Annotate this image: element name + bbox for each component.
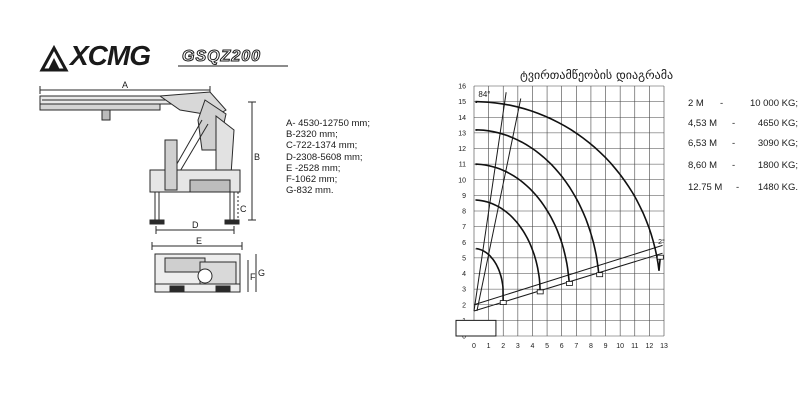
y-tick-label: 3 — [462, 287, 466, 294]
load-value: 10 000 KG; — [749, 98, 798, 109]
load-value: 4650 KG; — [757, 118, 798, 129]
dim-label-f: F — [250, 272, 256, 282]
y-tick-label: 5 — [462, 255, 466, 262]
load-separator: - — [720, 98, 724, 109]
y-tick-label: 13 — [458, 130, 466, 137]
y-tick-label: 16 — [458, 84, 466, 91]
y-tick-label: 15 — [458, 99, 466, 106]
brand-name: XCMG — [70, 40, 151, 71]
x-tick-label: 6 — [560, 343, 564, 350]
load-arc — [475, 100, 662, 271]
crane-top-view — [154, 253, 241, 293]
load-value: 3090 KG; — [757, 138, 798, 149]
x-tick-label: 12 — [645, 343, 653, 350]
y-tick-label: 0 — [462, 334, 466, 341]
load-separator: - — [732, 118, 736, 129]
load-chart: 0123456789101112130123456789101112131415… — [455, 84, 668, 350]
y-tick-label: 9 — [462, 193, 466, 200]
dim-label-e: E — [196, 236, 202, 246]
dim-label-b: B — [254, 152, 260, 162]
dimension-item: E -2528 mm; — [286, 162, 341, 174]
boom-line — [476, 98, 522, 312]
crane-drawing: A B C D E F G — [39, 80, 265, 293]
load-hook-marker — [656, 254, 664, 260]
load-separator: - — [736, 182, 740, 193]
load-radius: 12.75 M — [688, 182, 723, 193]
y-tick-label: 2 — [462, 302, 466, 309]
load-hook-marker — [566, 281, 573, 286]
crane-base-box — [455, 319, 497, 337]
load-arc — [475, 247, 504, 303]
y-tick-label: 6 — [462, 240, 466, 247]
crane-boom — [39, 91, 241, 193]
logo-emblem-icon — [39, 44, 69, 72]
x-tick-label: 4 — [531, 343, 535, 350]
dimension-item: A- 4530-12750 mm; — [286, 118, 370, 129]
load-separator: - — [732, 160, 736, 171]
dimension-item: F-1062 mm; — [286, 174, 338, 186]
boom-line — [473, 92, 507, 312]
load-radius: 4,53 M — [688, 118, 718, 129]
y-tick-label: 12 — [458, 146, 466, 153]
dimension-item: D-2308-5608 mm; — [286, 151, 363, 163]
dimension-item: C-722-1374 mm; — [286, 140, 358, 152]
x-tick-label: 8 — [589, 343, 593, 350]
y-tick-label: 7 — [462, 224, 466, 231]
load-radius: 8,60 M — [688, 160, 718, 171]
y-tick-label: 8 — [462, 209, 466, 216]
dimension-item: B-2320 mm; — [286, 129, 338, 141]
load-arc — [475, 128, 601, 276]
x-tick-label: 10 — [616, 343, 624, 350]
load-hook-marker — [499, 300, 507, 305]
dimension-item: G-832 mm. — [286, 185, 334, 197]
x-tick-label: 7 — [574, 343, 578, 350]
x-tick-label: 2 — [501, 343, 505, 350]
load-value: 1480 KG. — [757, 182, 798, 193]
crane-base — [149, 139, 240, 225]
dim-label-a: A — [122, 80, 128, 90]
x-tick-label: 5 — [545, 343, 549, 350]
x-tick-label: 0 — [472, 343, 476, 350]
load-hook-marker — [596, 272, 604, 278]
y-tick-label: 10 — [458, 177, 466, 184]
chart-title: ტვირთამწეობის დიაგრამა — [520, 68, 674, 82]
load-hook-marker — [536, 289, 544, 295]
xcmg-logo — [39, 44, 288, 72]
y-tick-label: 11 — [459, 162, 466, 169]
load-value: 1800 KG; — [757, 160, 798, 171]
x-tick-label: 13 — [660, 343, 668, 350]
load-arc — [475, 199, 541, 292]
x-tick-label: 1 — [487, 343, 491, 350]
load-arc — [475, 163, 571, 284]
y-tick-label: 14 — [458, 115, 466, 122]
dim-label-g: G — [258, 268, 265, 278]
dimension-list: A- 4530-12750 mm; B-2320 mm; C-722-1374 … — [286, 118, 370, 196]
dim-label-d: D — [192, 220, 199, 230]
x-tick-label: 9 — [604, 343, 608, 350]
model-name: GSQZ200 — [181, 48, 262, 66]
dim-label-c: C — [240, 204, 247, 214]
load-separator: - — [732, 138, 736, 149]
angle-annotation: 2° — [658, 238, 665, 246]
x-tick-label: 11 — [631, 343, 638, 350]
load-radius: 2 M — [688, 98, 704, 109]
y-tick-label: 4 — [462, 271, 466, 278]
angle-annotation: 84° — [478, 90, 490, 99]
load-radius: 6,53 M — [688, 138, 718, 149]
x-tick-label: 3 — [516, 343, 520, 350]
